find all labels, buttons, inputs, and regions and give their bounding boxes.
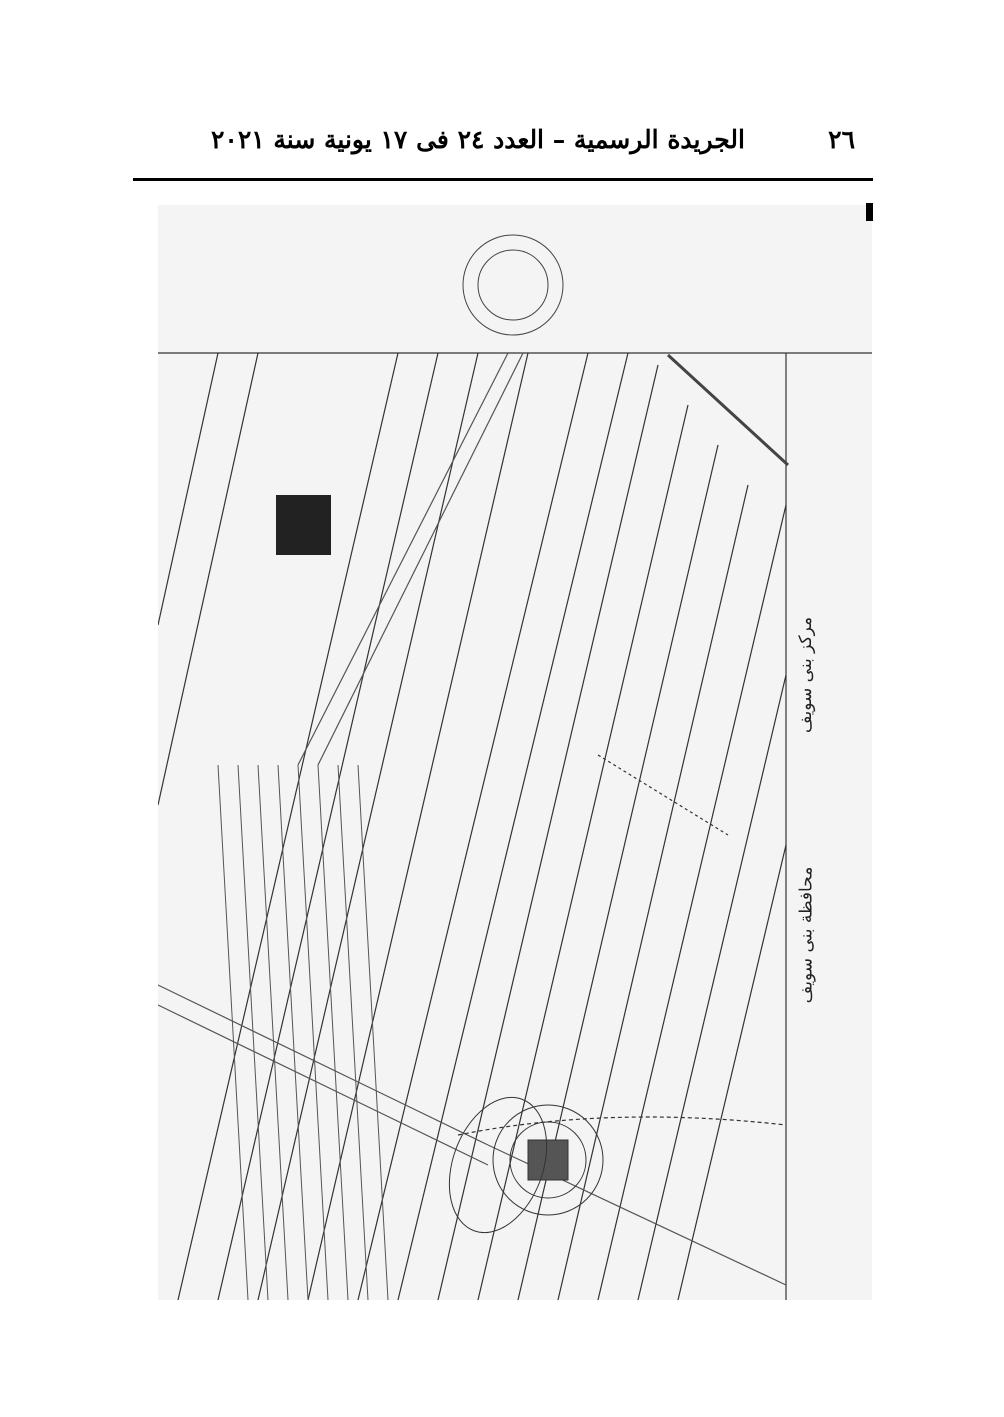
governorate-label: محافظة بنى سويف — [796, 866, 817, 1004]
official-stamp-bottom — [448, 1096, 604, 1234]
parcel-lines — [158, 352, 787, 1300]
gazette-title: الجريدة الرسمية – العدد ٢٤ فى ١٧ يونية س… — [210, 125, 745, 154]
cadastral-map-scan: مركز بنى سويف محافظة بنى سويف — [158, 205, 872, 1300]
map-drawing — [158, 234, 872, 1300]
official-stamp-top — [462, 234, 564, 336]
road — [158, 352, 787, 1286]
page-header: ٢٦ الجريدة الرسمية – العدد ٢٤ فى ١٧ يوني… — [130, 125, 875, 165]
handwritten-notes — [217, 764, 389, 1300]
scan-dark-patch — [276, 495, 331, 555]
header-divider — [133, 178, 873, 181]
page-edge-marker — [866, 203, 873, 221]
page-number: ٢٦ — [828, 125, 855, 154]
district-label: مركز بنى سويف — [796, 616, 817, 734]
